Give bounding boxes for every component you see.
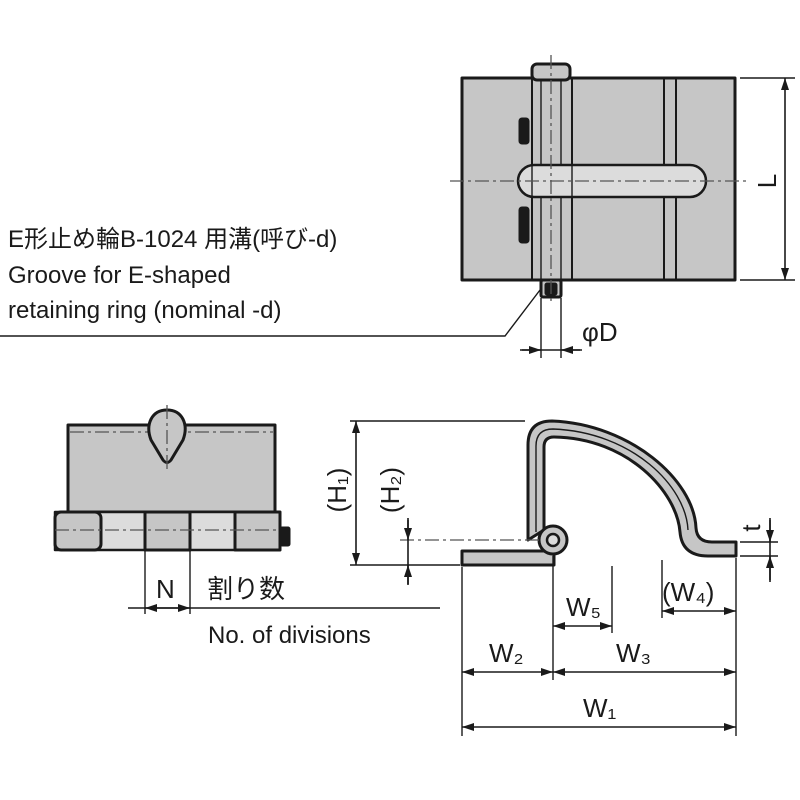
e-ring-lower (518, 206, 530, 244)
dimension-H2: (H₂) (375, 467, 540, 585)
W5-label: W₅ (566, 592, 601, 622)
W3-label: W₃ (616, 638, 651, 668)
groove-note: E形止め輪B-1024 用溝(呼び-d) Groove for E-shaped… (0, 226, 541, 337)
H2-label: (H₂) (375, 467, 405, 513)
top-view (450, 55, 748, 305)
groove-note-jp: E形止め輪B-1024 用溝(呼び-d) (8, 226, 337, 253)
front-view-pin-end (279, 526, 291, 547)
W2-label: W₂ (489, 638, 524, 668)
divisions-label-jp: 割り数 (207, 574, 285, 604)
L-label: L (752, 174, 782, 188)
divisions-label-en: No. of divisions (208, 622, 371, 649)
side-view (460, 419, 738, 567)
dimension-L: L (740, 77, 795, 281)
knuckle-1 (53, 510, 103, 552)
dimension-N: N 割り数 No. of divisions (128, 550, 440, 649)
front-view (53, 405, 291, 552)
arched-leaf (526, 419, 738, 558)
dimension-phiD: φD (520, 298, 618, 358)
dimension-H1: (H₁) (322, 420, 525, 566)
groove-leader-line (0, 289, 541, 337)
t-label: t (736, 524, 766, 532)
dimension-W: W₅ (W₄) W₂ W₃ W₁ (461, 556, 737, 736)
knuckle-2 (143, 510, 192, 552)
knuckle-3 (233, 510, 282, 552)
groove-note-en-line1: Groove for E-shaped (8, 262, 231, 289)
phiD-label: φD (582, 317, 618, 347)
dimension-t: t (736, 518, 778, 582)
H1-label: (H₁) (322, 468, 352, 513)
groove-note-en-line2: retaining ring (nominal -d) (8, 297, 281, 324)
N-label: N (156, 574, 175, 604)
pin-circle (545, 532, 561, 548)
e-ring-upper (518, 117, 530, 145)
W1-label: W₁ (583, 693, 617, 723)
W4-label: (W₄) (662, 577, 714, 607)
base-leaf (460, 549, 556, 567)
arched-leaf-inner-edge (535, 428, 689, 532)
